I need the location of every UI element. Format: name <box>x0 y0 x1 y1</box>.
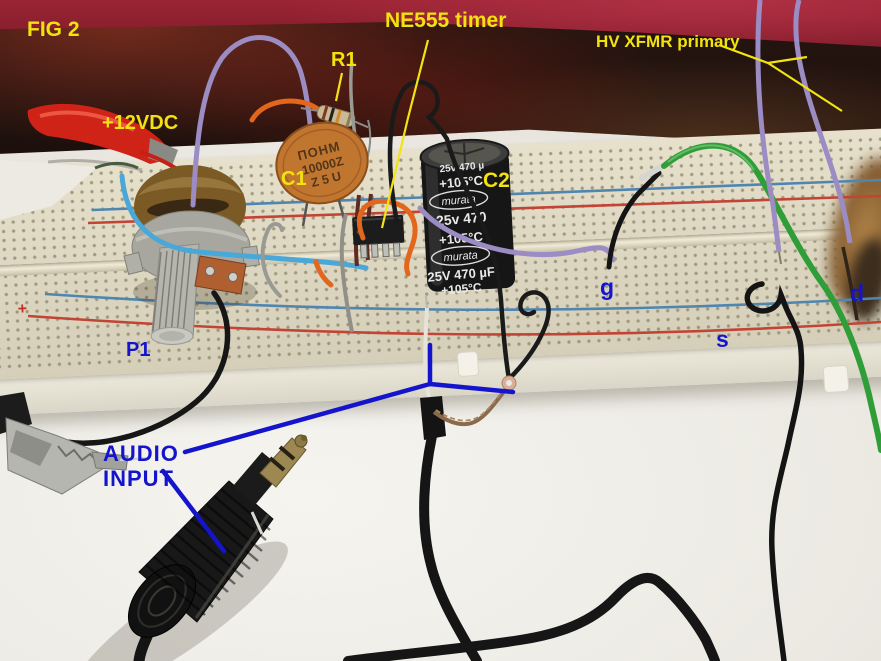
clip-wire-tip <box>119 456 149 462</box>
potentiometer <box>123 165 260 345</box>
audio-label-line1: AUDIO <box>103 441 179 466</box>
audio-leader-left <box>182 381 433 455</box>
audio-input-label: AUDIO INPUT <box>103 441 179 492</box>
blue-leader-lines <box>160 342 516 554</box>
rail-plus-marking: + <box>17 301 27 318</box>
dark-green-wire-stub <box>94 162 139 170</box>
purple-wire-right-1 <box>755 0 782 253</box>
jack-cable-loop <box>343 573 720 661</box>
ic-top-edge <box>354 216 402 222</box>
audio-shield-wire <box>432 386 509 427</box>
r1-lead-left <box>300 107 319 113</box>
jack-tip-ball <box>301 435 307 441</box>
hv-leader-lower <box>767 62 843 112</box>
gray-wire-topleft <box>47 158 143 172</box>
audio-cable-down <box>419 431 482 661</box>
r1-band-1 <box>321 105 329 120</box>
c2-brand-text-2: murata <box>443 249 478 264</box>
jack-ring-2 <box>278 445 296 461</box>
drain-label: d <box>850 280 865 306</box>
r1-leader <box>334 72 344 102</box>
gate-label: g <box>600 274 615 300</box>
fig-label: FIG 2 <box>27 18 80 41</box>
pot-bracket <box>194 255 247 295</box>
supply-label: +12VDC <box>102 112 179 134</box>
c1-disc <box>275 121 369 205</box>
hv-label: HV XFMR primary <box>596 32 740 51</box>
c2-value-text: 25v 470 <box>435 208 487 228</box>
c2-rim-text: 25v 470 µ <box>439 160 485 175</box>
drain-wire <box>841 246 859 321</box>
orange-wire-3 <box>313 259 334 288</box>
board-tab-right <box>822 364 850 394</box>
yellow-leader-lines <box>334 39 843 229</box>
jack-base-ring-1 <box>137 574 187 628</box>
c2-logo-oval-1 <box>429 189 489 210</box>
sky-blue-wire <box>119 173 369 271</box>
clip-crimp <box>91 451 129 471</box>
bottom-red-rail <box>27 314 881 336</box>
source-black-wire <box>744 281 805 661</box>
alligator-clip-left <box>0 392 149 495</box>
jack-glint <box>250 511 264 535</box>
black-hook-wire <box>506 290 551 382</box>
purple-wire-right-2 <box>793 0 853 244</box>
green-wire-shine <box>667 144 755 171</box>
paper-wedge <box>0 160 98 220</box>
jack-leader <box>160 468 227 554</box>
c2-temp-text-3: +105°C <box>441 280 483 298</box>
ic-pins <box>359 242 401 259</box>
pot-shaft-tip-inner <box>159 331 185 341</box>
c2-label: C2 <box>483 169 510 192</box>
black-loop-wire <box>387 79 512 382</box>
source-label: s <box>716 326 729 352</box>
r1-lead-right <box>352 120 369 129</box>
audio-jack <box>127 434 308 661</box>
c1-label: C1 <box>281 168 307 190</box>
r1-band-3 <box>335 109 342 124</box>
red-clip-boot <box>27 103 174 164</box>
jack-barrel-highlight <box>194 514 270 619</box>
gray-wire-ic-left <box>339 213 354 333</box>
red-clip-highlight <box>39 110 135 132</box>
shield-twist <box>435 386 507 422</box>
c1-disc-edge <box>282 128 362 198</box>
purple-wire-1-lead <box>778 251 782 265</box>
board-tab-left <box>456 351 480 377</box>
c2-logo-oval-2 <box>430 245 491 266</box>
audio-label-line2: INPUT <box>103 466 174 492</box>
clip-shadow <box>10 430 52 466</box>
timer-label: NE555 timer <box>385 9 507 32</box>
jack-base-cap <box>127 564 197 638</box>
jack-ring-1 <box>268 456 286 472</box>
p1-label: P1 <box>126 339 151 361</box>
pot-shaft-knurling <box>152 247 192 336</box>
bracket-screw-2 <box>228 272 238 282</box>
purple-wire-long <box>417 205 616 263</box>
pot-tab-left <box>123 251 144 276</box>
clip-loop-wire <box>63 290 231 446</box>
white-conductor-lead <box>425 295 428 309</box>
solder-joint-shine <box>506 380 512 386</box>
r1-label: R1 <box>331 49 357 71</box>
orange-wire-2 <box>356 198 418 277</box>
clip-teeth <box>57 445 99 463</box>
audio-leader-right <box>427 381 516 395</box>
r1-band-2 <box>328 107 336 122</box>
bracket-screw-1 <box>205 266 215 276</box>
ceramic-cap-c1: ПОНМ 10000Z Z 5 U <box>275 121 369 227</box>
c2-value-full-text: 25V 470 µF <box>427 264 496 285</box>
gray-jumper-bent <box>260 222 284 298</box>
gate-black-wire <box>606 170 662 270</box>
pot-top-highlight <box>138 176 242 196</box>
timer-leader <box>380 39 430 229</box>
cable-sheath-end <box>420 396 446 440</box>
